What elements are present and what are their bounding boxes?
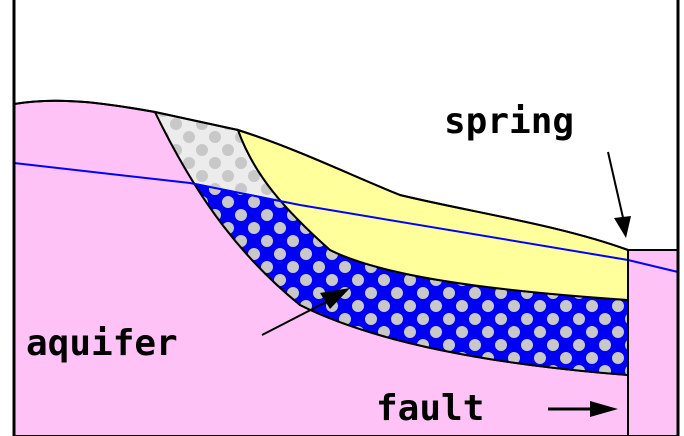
- aquifer-label: aquifer: [26, 323, 178, 364]
- bedrock-right: [628, 250, 678, 436]
- spring-label: spring: [444, 101, 574, 142]
- fault-label: fault: [376, 388, 484, 429]
